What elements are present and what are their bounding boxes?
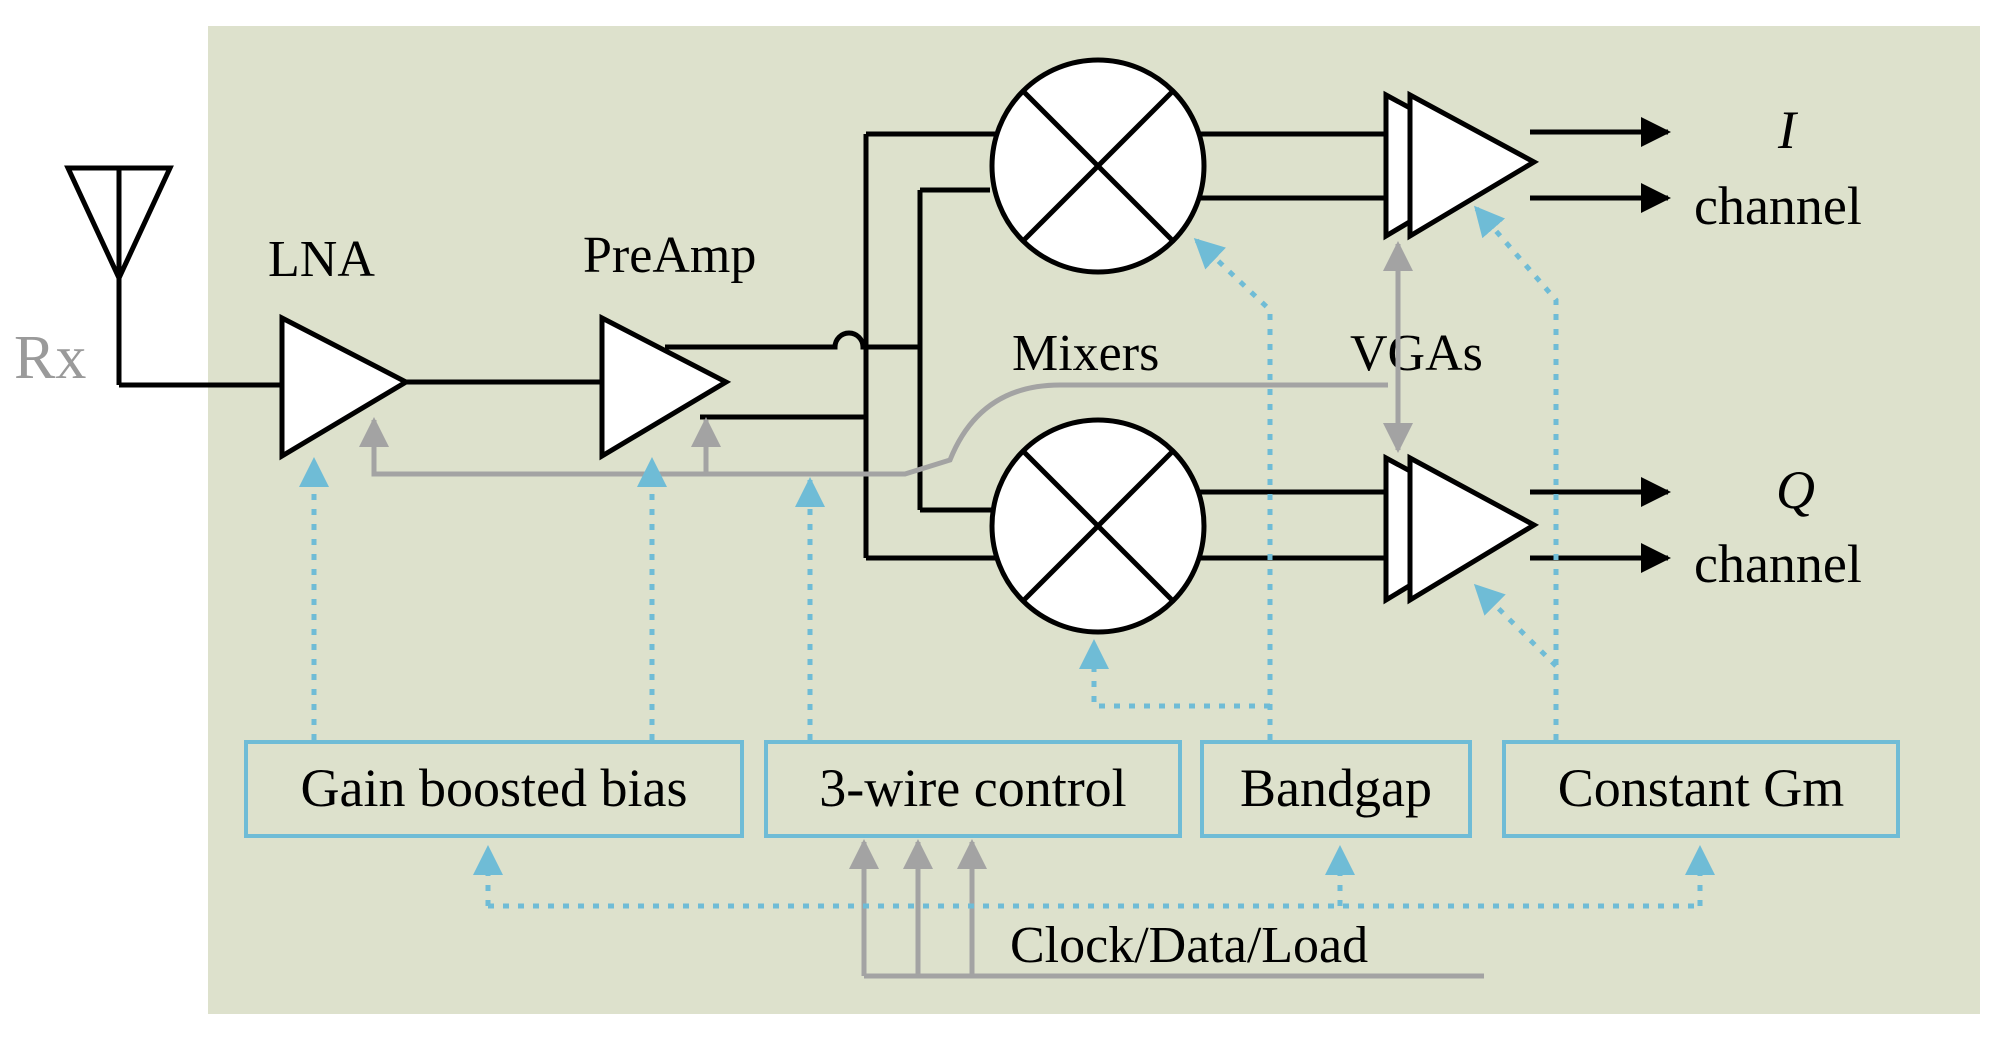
rx-label: Rx (14, 324, 86, 392)
preamp-amplifier-icon (599, 313, 732, 461)
output-arrows (1530, 117, 1671, 573)
mixers-label: Mixers (1012, 325, 1159, 382)
lna-amplifier-icon (279, 313, 412, 461)
gain-control-lines (359, 241, 1413, 477)
signal-wires (119, 131, 1386, 561)
mixer-q (989, 417, 1207, 635)
bandgap-label: Bandgap (1240, 758, 1432, 818)
i-channel-label: channel (1694, 176, 1862, 236)
i-channel-symbol: I (1777, 100, 1799, 160)
q-channel-label: channel (1694, 534, 1862, 594)
bias-lines (299, 205, 1715, 909)
clock-data-load-bus (849, 839, 1484, 979)
vgas-label: VGAs (1350, 325, 1483, 382)
three-wire-control-label: 3-wire control (819, 758, 1126, 818)
clock-data-load-label: Clock/Data/Load (1010, 917, 1368, 974)
vga-i (1383, 90, 1540, 241)
constant-gm-box (1502, 740, 1900, 838)
three-wire-control-box (764, 740, 1182, 838)
constant-gm-label: Constant Gm (1558, 758, 1845, 818)
vga-q (1383, 453, 1540, 605)
preamp-label: PreAmp (583, 227, 756, 284)
q-channel-symbol: Q (1776, 460, 1815, 520)
gain-boosted-bias-label: Gain boosted bias (301, 758, 688, 818)
bandgap-box (1200, 740, 1472, 838)
antenna-icon (64, 165, 174, 385)
lna-label: LNA (268, 231, 375, 288)
mixer-i (989, 57, 1207, 275)
gain-boosted-bias-box (244, 740, 744, 838)
